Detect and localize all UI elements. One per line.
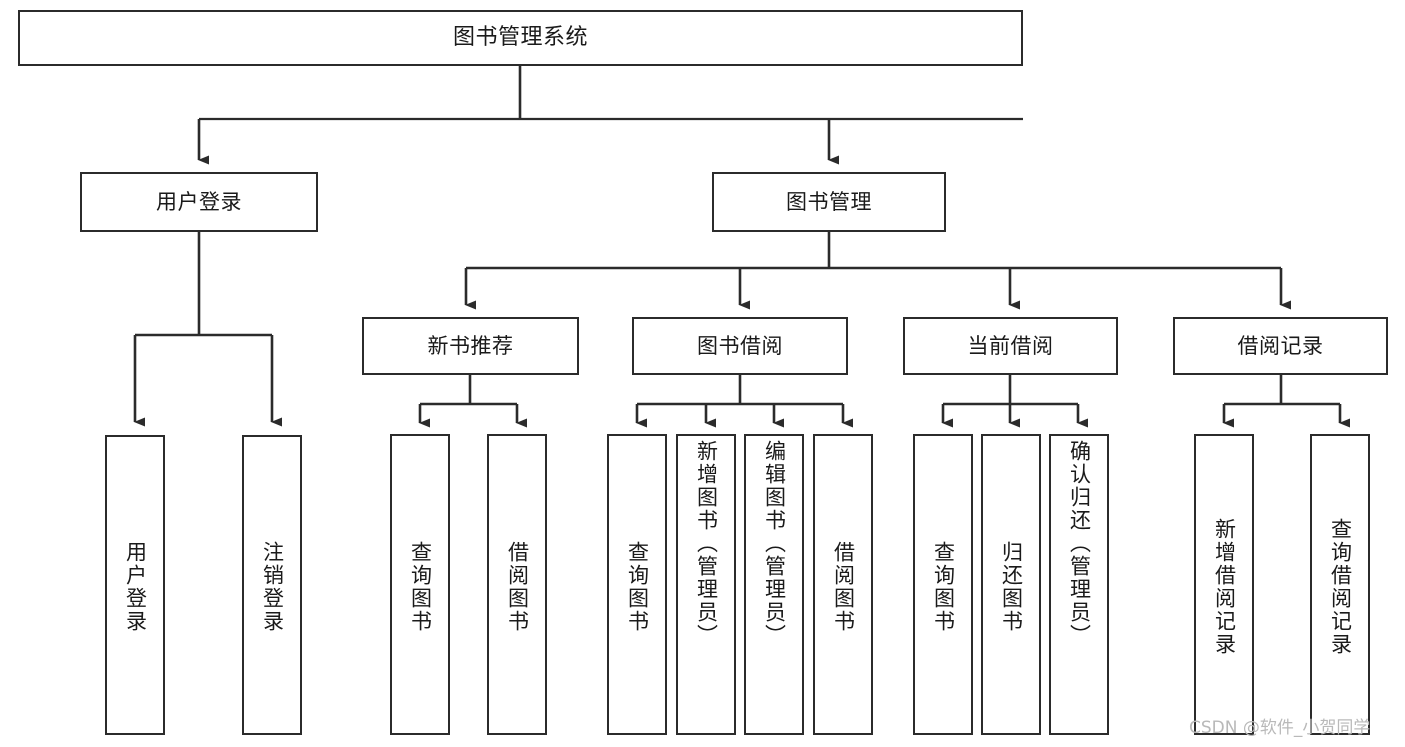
node-leaf-borrow-book-2-label: 借阅图书 bbox=[831, 540, 856, 633]
node-new-book-recommend[interactable]: 新书推荐 bbox=[362, 317, 579, 375]
node-leaf-query-book-3[interactable]: 查询图书 bbox=[913, 434, 973, 735]
node-leaf-confirm-return[interactable]: 确认归还（管理员） bbox=[1049, 434, 1109, 735]
node-borrow-record[interactable]: 借阅记录 bbox=[1173, 317, 1388, 375]
node-root-label: 图书管理系统 bbox=[452, 25, 588, 51]
node-leaf-borrow-book-2[interactable]: 借阅图书 bbox=[813, 434, 873, 735]
node-leaf-query-book-1-label: 查询图书 bbox=[408, 540, 433, 633]
node-leaf-return-book[interactable]: 归还图书 bbox=[981, 434, 1041, 735]
node-leaf-user-login-label: 用户登录 bbox=[123, 541, 148, 633]
node-leaf-add-book-label: 新增图书（管理员） bbox=[694, 440, 719, 647]
node-root-book-management-system[interactable]: 图书管理系统 bbox=[18, 10, 1023, 66]
node-leaf-add-borrow-record[interactable]: 新增借阅记录 bbox=[1194, 434, 1254, 735]
node-book-borrow[interactable]: 图书借阅 bbox=[632, 317, 848, 375]
node-new-book-recommend-label: 新书推荐 bbox=[427, 333, 514, 358]
node-leaf-query-borrow-record-label: 查询借阅记录 bbox=[1328, 517, 1353, 656]
node-leaf-return-book-label: 归还图书 bbox=[999, 540, 1024, 633]
node-leaf-borrow-book-1-label: 借阅图书 bbox=[505, 540, 530, 633]
node-user-login-label: 用户登录 bbox=[156, 189, 242, 214]
node-leaf-edit-book-label: 编辑图书（管理员） bbox=[762, 440, 787, 647]
node-leaf-query-book-2[interactable]: 查询图书 bbox=[607, 434, 667, 735]
node-leaf-logout-login[interactable]: 注销登录 bbox=[242, 435, 302, 735]
node-book-management-label: 图书管理 bbox=[786, 189, 872, 214]
node-leaf-edit-book[interactable]: 编辑图书（管理员） bbox=[744, 434, 804, 735]
node-book-management[interactable]: 图书管理 bbox=[712, 172, 946, 232]
node-leaf-borrow-book-1[interactable]: 借阅图书 bbox=[487, 434, 547, 735]
node-leaf-user-login[interactable]: 用户登录 bbox=[105, 435, 165, 735]
node-current-borrow[interactable]: 当前借阅 bbox=[903, 317, 1118, 375]
node-leaf-add-book[interactable]: 新增图书（管理员） bbox=[676, 434, 736, 735]
node-book-borrow-label: 图书借阅 bbox=[697, 333, 783, 358]
node-leaf-logout-login-label: 注销登录 bbox=[260, 541, 285, 633]
node-borrow-record-label: 借阅记录 bbox=[1237, 333, 1324, 358]
csdn-watermark: CSDN @软件_小贺同学 bbox=[1189, 718, 1371, 738]
node-leaf-query-book-3-label: 查询图书 bbox=[931, 540, 956, 633]
node-leaf-query-book-2-label: 查询图书 bbox=[625, 540, 650, 633]
node-leaf-query-borrow-record[interactable]: 查询借阅记录 bbox=[1310, 434, 1370, 735]
node-leaf-query-book-1[interactable]: 查询图书 bbox=[390, 434, 450, 735]
node-leaf-confirm-return-label: 确认归还（管理员） bbox=[1067, 440, 1092, 647]
node-user-login[interactable]: 用户登录 bbox=[80, 172, 318, 232]
node-leaf-add-borrow-record-label: 新增借阅记录 bbox=[1212, 517, 1237, 656]
node-current-borrow-label: 当前借阅 bbox=[967, 333, 1054, 358]
